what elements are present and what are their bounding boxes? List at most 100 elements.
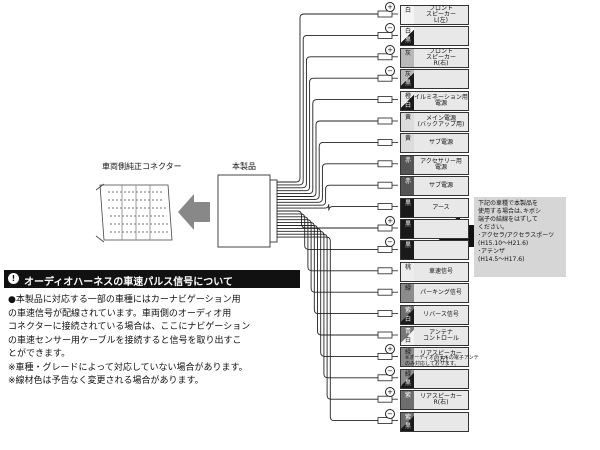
wire-color-name: 黒 xyxy=(404,422,411,430)
wire-17 xyxy=(277,230,378,379)
polarity-16: + xyxy=(385,344,395,355)
terminal-6 xyxy=(377,138,393,146)
wire-color-name: 黒 xyxy=(404,37,411,45)
wire-label: リバース信号 xyxy=(414,304,469,325)
wire-color-swatch: 赤 xyxy=(400,176,416,197)
wire-9 xyxy=(277,204,378,211)
wire-color-name: 灰 xyxy=(404,71,411,79)
wire-5 xyxy=(277,120,378,197)
vehicle-connector-illustration xyxy=(95,183,173,243)
terminal-14 xyxy=(377,310,393,318)
terminal-7 xyxy=(377,160,393,168)
wire-13 xyxy=(277,219,378,293)
polarity-17: − xyxy=(385,365,395,376)
wire-label: フロント スピーカー L(左) xyxy=(414,5,469,25)
wire-color-swatch: 桃 xyxy=(400,261,416,282)
notice-panel: ! オーディオハーネスの車速パルス信号について ●本製品に対応する一部の車種には… xyxy=(4,270,300,392)
notice-line: の車速センサー用ケーブルを接続すると信号を取り出すこ xyxy=(8,335,242,346)
wire-color-name: 黒 xyxy=(404,242,411,250)
wire-3 xyxy=(277,77,378,192)
wire-0 xyxy=(277,13,378,183)
wire-color-name: 桃 xyxy=(404,263,411,271)
wire-label: アース xyxy=(414,197,469,218)
wire-label: リアスピーカー L(左) xyxy=(414,347,469,368)
polarity-19: − xyxy=(385,408,395,419)
terminal-1 xyxy=(377,32,393,39)
terminal-5 xyxy=(377,117,393,125)
wire-label: パーキング信号 xyxy=(414,283,469,304)
wire-color-name: 白 xyxy=(404,28,411,36)
wire-label: アクセサリー用 電源 xyxy=(414,154,469,175)
wire-7 xyxy=(277,163,378,203)
wire-label xyxy=(414,368,469,389)
terminal-15 xyxy=(377,331,393,339)
terminal-4 xyxy=(377,96,393,103)
wire-6 xyxy=(277,141,378,200)
wire-4 xyxy=(277,99,378,195)
wire-label xyxy=(414,69,469,90)
notice-header: ! オーディオハーネスの車速パルス信号について xyxy=(4,270,300,288)
wire-label: サブ電源 xyxy=(414,133,469,154)
wire-color-swatch: 緑黒 xyxy=(400,368,416,389)
wire-label xyxy=(414,26,469,47)
notice-line: ※車種・グレードによって対応していない場合があります。 xyxy=(8,362,248,373)
wire-8 xyxy=(277,184,378,206)
wire-color-swatch: 赤 xyxy=(400,154,416,175)
polarity-0: + xyxy=(385,2,395,12)
connector-label: 車両側純正コネクター xyxy=(102,162,182,171)
wire-label xyxy=(414,411,469,432)
notice-line: ※線材色は予告なく変更される場合があります。 xyxy=(8,376,204,386)
notice-line: の車速信号が配線されています。車両側のオーディオ用 xyxy=(8,308,232,319)
wire-label: イルミネーション用 電源 xyxy=(414,90,469,111)
wire-2 xyxy=(277,56,378,189)
notice-line: とができます。 xyxy=(8,349,71,359)
wire-color-name: 黒 xyxy=(404,199,411,207)
terminal-16 xyxy=(377,352,393,360)
wire-label xyxy=(414,240,469,261)
wire-color-name: 紫 xyxy=(404,306,411,314)
wire-18 xyxy=(277,233,378,400)
wire-color-name: 黄 xyxy=(404,135,411,143)
polarity-11: − xyxy=(385,237,395,248)
wire-color-name: 紫 xyxy=(404,413,411,421)
wire-12 xyxy=(277,216,378,272)
notice-line: ●本製品に対応する一部の車種にはカーナビゲーション用 xyxy=(8,295,241,305)
wire-label: サブ電源 xyxy=(414,176,469,197)
polarity-10: + xyxy=(385,216,395,226)
terminal-12 xyxy=(377,267,393,275)
polarity-3: − xyxy=(385,66,395,77)
wire-color-name: 紫 xyxy=(404,392,411,400)
wire-color-swatch: 黒 xyxy=(400,240,416,261)
wire-14 xyxy=(277,222,378,315)
terminal-18 xyxy=(377,395,393,403)
terminal-9 xyxy=(377,203,393,211)
wire-color-name: 橙 xyxy=(404,92,411,100)
wire-color-swatch: 紫白 xyxy=(400,304,416,325)
wire-label: アンテナ コントロール xyxy=(414,326,469,346)
terminal-13 xyxy=(377,288,393,296)
polarity-18: + xyxy=(385,387,395,398)
info-icon: ! xyxy=(8,273,19,284)
wire-color-name: 緑 xyxy=(404,370,411,378)
wire-color-name: 灰 xyxy=(404,49,411,57)
wire-color-name: 白 xyxy=(404,337,411,344)
wire-label: メイン電源 (バックアップ用) xyxy=(414,112,469,132)
wire-label: フロント スピーカー R(右) xyxy=(414,47,469,68)
notice-line: コネクターに接続されている場合は、ここにナビゲーション xyxy=(8,322,251,332)
wire-color-name: 緑 xyxy=(404,349,411,357)
wire-color-name: 赤 xyxy=(404,156,411,164)
wire-color-swatch: 白黒 xyxy=(400,26,416,47)
polarity-1: − xyxy=(385,23,395,34)
wire-19 xyxy=(277,236,378,422)
antenna-note: ※オーディオデッキの電子アンテ のみ対応しております。 xyxy=(405,355,479,367)
callout-box xyxy=(474,197,566,277)
terminal-8 xyxy=(377,181,393,189)
left-arrow xyxy=(178,194,210,230)
wire-color-name: 白 xyxy=(404,101,411,109)
wire-color-name: 黒 xyxy=(404,379,411,387)
wire-color-swatch: 青白 xyxy=(400,326,416,346)
wire-color-name: 黒 xyxy=(404,221,411,228)
wire-16 xyxy=(277,227,378,357)
wire-color-name: 白 xyxy=(404,315,411,323)
wire-color-name: 緑 xyxy=(404,285,411,293)
